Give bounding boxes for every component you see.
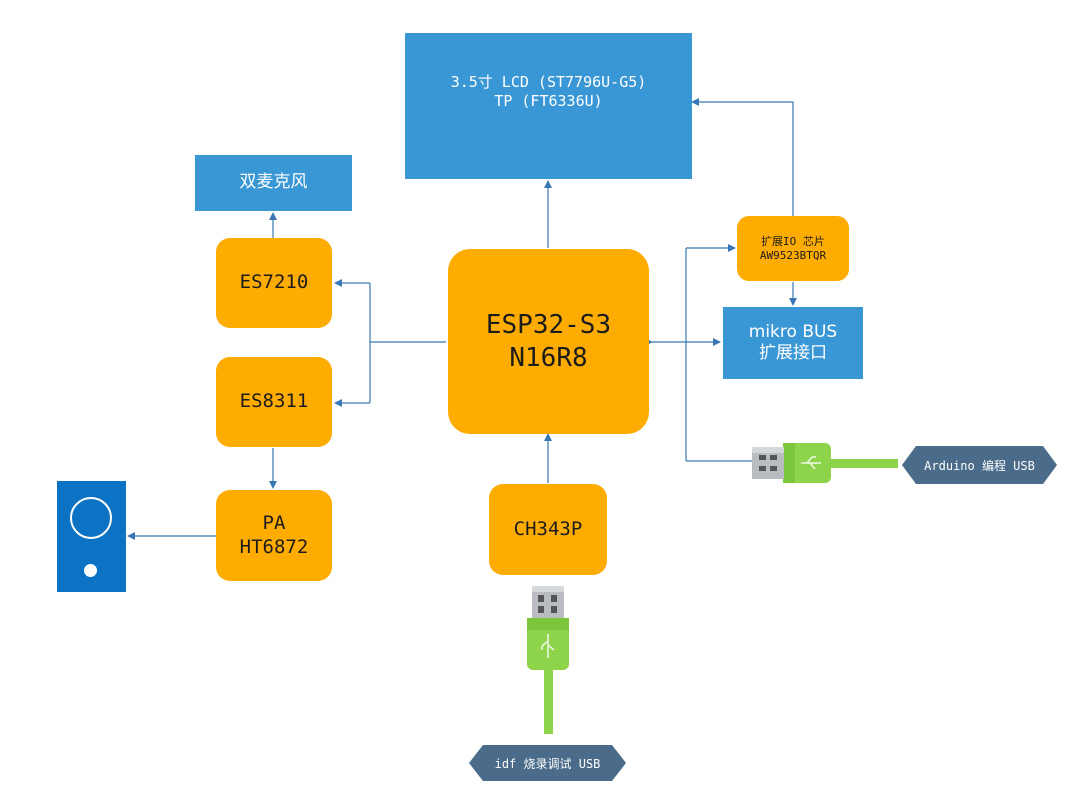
lcd-model-label: 3.5寸 LCD (ST7796U-G5) — [450, 73, 647, 92]
es7210-block: ES7210 — [216, 238, 332, 328]
speaker-tweeter — [84, 564, 97, 577]
arduino-usb-text: Arduino 编程 USB — [924, 458, 1035, 473]
pa-label: PA — [262, 511, 286, 534]
idf-usb-text: idf 烧录调试 USB — [494, 756, 601, 771]
es7210-label: ES7210 — [239, 271, 309, 294]
io-expander-block: 扩展IO 芯片 AW9523BTQR — [737, 216, 849, 281]
ch343p-label: CH343P — [513, 517, 583, 540]
arduino-usb-label: Arduino 编程 USB — [902, 446, 1057, 484]
touch-panel-label: TP (FT6336U) — [494, 92, 603, 110]
esp32-model-label: ESP32-S3 — [485, 310, 612, 340]
speaker-woofer — [70, 497, 112, 539]
io-expander-chip-label: AW9523BTQR — [759, 248, 827, 262]
io-expander-label: 扩展IO 芯片 — [761, 234, 825, 248]
dual-mic-block: 双麦克风 — [195, 155, 352, 211]
mikrobus-label: mikro BUS — [748, 321, 838, 342]
mikrobus-block: mikro BUS 扩展接口 — [723, 307, 863, 379]
speaker-icon — [57, 481, 126, 592]
pa-chip-label: HT6872 — [239, 535, 309, 558]
pa-block: PA HT6872 — [216, 490, 332, 581]
esp32-block: ESP32-S3 N16R8 — [448, 249, 649, 434]
dual-mic-label: 双麦克风 — [239, 172, 308, 193]
usb-plug-icon — [752, 443, 898, 483]
mikrobus-interface-label: 扩展接口 — [759, 343, 827, 363]
idf-usb-label: idf 烧录调试 USB — [469, 745, 626, 781]
es8311-label: ES8311 — [239, 390, 309, 413]
wire-io-lcd — [691, 98, 794, 216]
es8311-block: ES8311 — [216, 357, 332, 447]
ch343p-block: CH343P — [489, 484, 607, 575]
lcd-block: 3.5寸 LCD (ST7796U-G5) TP (FT6336U) — [405, 33, 692, 179]
esp32-variant-label: N16R8 — [509, 342, 588, 373]
usb-plug-icon — [527, 586, 569, 734]
